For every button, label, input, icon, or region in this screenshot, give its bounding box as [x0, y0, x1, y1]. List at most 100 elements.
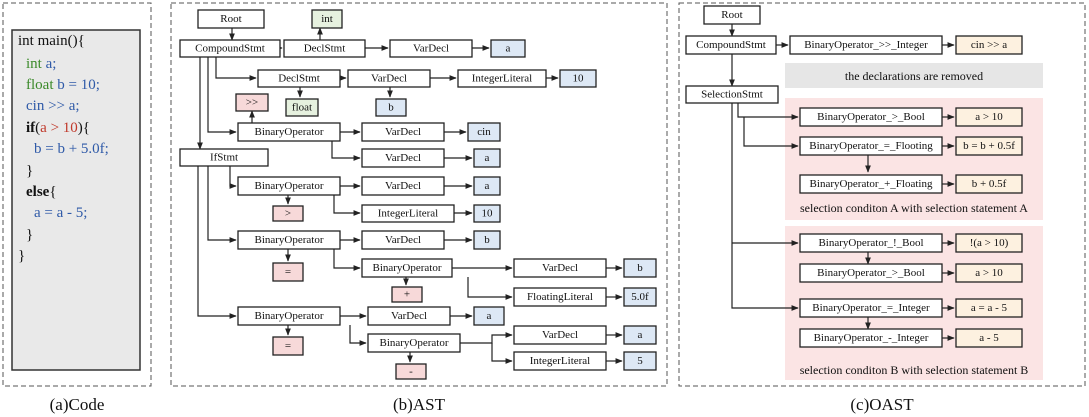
ast-leaf-a-1: a [506, 43, 511, 55]
code-line: a = a - 5; [34, 205, 87, 221]
code-line: if(a > 10){ [26, 120, 90, 136]
ast-type-float: float [292, 102, 312, 114]
ast-edges [197, 27, 623, 364]
oast-expr-box [955, 233, 1023, 253]
oast-expr-box [955, 263, 1023, 283]
ast-leaf-a-3: a [485, 180, 490, 192]
oast-compound-stmt: CompoundStmt [696, 39, 766, 51]
code-token: float [26, 77, 54, 93]
ast-op-assign-2: = [285, 340, 291, 352]
code-token: cin >> a; [26, 98, 80, 114]
ast-binop-shift: BinaryOperator [254, 126, 323, 138]
code-token: a = a - 5; [34, 205, 87, 221]
ast-op-plus: + [404, 289, 410, 301]
ast-binop-assign-2: BinaryOperator [254, 310, 323, 322]
code-token: } [18, 248, 25, 264]
ast-op-assign-1: = [285, 266, 291, 278]
oast-op-box [799, 263, 943, 283]
code-token: b = 10; [54, 77, 100, 93]
ast-floating-literal: FloatingLiteral [527, 291, 593, 303]
code-line: float b = 10; [26, 77, 100, 93]
oast-op-box [799, 328, 943, 348]
code-line: b = b + 5.0f; [34, 141, 109, 157]
code-token: a > 10 [40, 120, 78, 136]
caption-ast: (b)AST [393, 395, 446, 414]
ast-leaf-10-1: 10 [573, 73, 585, 85]
code-token: if [26, 120, 36, 136]
ast-vardecl-a-3: VarDecl [385, 180, 421, 192]
code-token: else [26, 184, 50, 200]
ast-op-shift: >> [246, 97, 258, 109]
oast-expr-label: !(a > 10) [970, 237, 1009, 249]
code-line: int main(){ [18, 33, 85, 49]
oast-caption-b: selection conditon B with selection stat… [800, 363, 1029, 377]
code-block [11, 29, 141, 371]
ast-leaf-cin: cin [477, 126, 491, 138]
oast-expr-label: a > 10 [975, 111, 1003, 123]
ast-leaf-5-0f: 5.0f [631, 291, 649, 303]
ast-vardecl-a-4: VarDecl [391, 310, 427, 322]
ast-integer-literal-10-2: IntegerLiteral [378, 208, 438, 220]
oast-op-label: BinaryOperator_-_Integer [814, 332, 929, 344]
code-token: a; [42, 56, 57, 72]
ast-leaf-a-2: a [485, 152, 490, 164]
oast-op-label: BinaryOperator_>>_Integer [804, 39, 928, 51]
ast-leaf-a-5: a [638, 329, 643, 341]
code-token: { [49, 184, 56, 200]
ast-declstmt-2: DeclStmt [278, 73, 320, 85]
oast-expr-label: a - 5 [979, 332, 999, 344]
ast-leaf-b-1: b [388, 102, 394, 114]
ast-vardecl-a-5: VarDecl [542, 329, 578, 341]
oast-op-label: BinaryOperator_=_Flooting [809, 140, 933, 152]
caption-code: (a)Code [50, 395, 105, 414]
ast-vardecl-b-2: VarDecl [385, 234, 421, 246]
oast-expr-box [955, 328, 1023, 348]
ast-binop-plus: BinaryOperator [372, 262, 441, 274]
oast-expr-box [955, 136, 1023, 156]
ast-vardecl-b: VarDecl [371, 73, 407, 85]
code-token: int [26, 56, 43, 72]
oast-expr-label: a = a - 5 [971, 302, 1008, 314]
ast-leaf-5: 5 [637, 355, 643, 367]
code-token: b = b + 5.0f; [34, 141, 109, 157]
oast-edges [729, 24, 955, 341]
code-line: } [26, 227, 33, 243]
oast-op-box [799, 107, 943, 127]
oast-nodes: Root CompoundStmt SelectionStmt [685, 5, 779, 104]
ast-compound-stmt: CompoundStmt [195, 43, 265, 55]
oast-op-label: BinaryOperator_>_Bool [817, 267, 925, 279]
code-token: ){ [78, 120, 90, 136]
code-line: else{ [26, 184, 57, 200]
oast-expr-label: b = b + 0.5f [963, 140, 1015, 152]
oast-expr-label: a > 10 [975, 267, 1003, 279]
code-token: } [26, 163, 33, 179]
ast-vardecl-b-3: VarDecl [542, 262, 578, 274]
ast-op-gt: > [285, 208, 291, 220]
ast-vardecl-a-2: VarDecl [385, 152, 421, 164]
oast-caption-a: selection conditon A with selection stat… [800, 201, 1028, 215]
oast-root: Root [721, 9, 742, 21]
ast-nodes: Root int CompoundStmt DeclStmt VarDecl a… [179, 9, 657, 380]
ast-leaf-b-3: b [637, 262, 643, 274]
oast-op-label: BinaryOperator_>_Bool [817, 111, 925, 123]
oast-op-box [799, 174, 943, 194]
oast-op-label: BinaryOperator_!_Bool [818, 237, 923, 249]
code-token: ( [35, 120, 40, 136]
oast-expr-box [955, 107, 1023, 127]
ast-declstmt-1: DeclStmt [304, 43, 346, 55]
caption-oast: (c)OAST [850, 395, 914, 414]
ast-binop-gt: BinaryOperator [254, 180, 323, 192]
ast-vardecl-cin: VarDecl [385, 126, 421, 138]
ast-vardecl-a: VarDecl [413, 43, 449, 55]
oast-op-box [789, 35, 943, 55]
code-line: } [18, 248, 25, 264]
oast-expr-box [955, 174, 1023, 194]
oast-op-label: BinaryOperator_=_Integer [812, 302, 930, 314]
ast-integer-literal-10: IntegerLiteral [472, 73, 532, 85]
oast-op-box [799, 298, 943, 318]
oast-expr-box [955, 35, 1023, 55]
ast-binop-assign-1: BinaryOperator [254, 234, 323, 246]
code-token: int main(){ [18, 33, 85, 49]
